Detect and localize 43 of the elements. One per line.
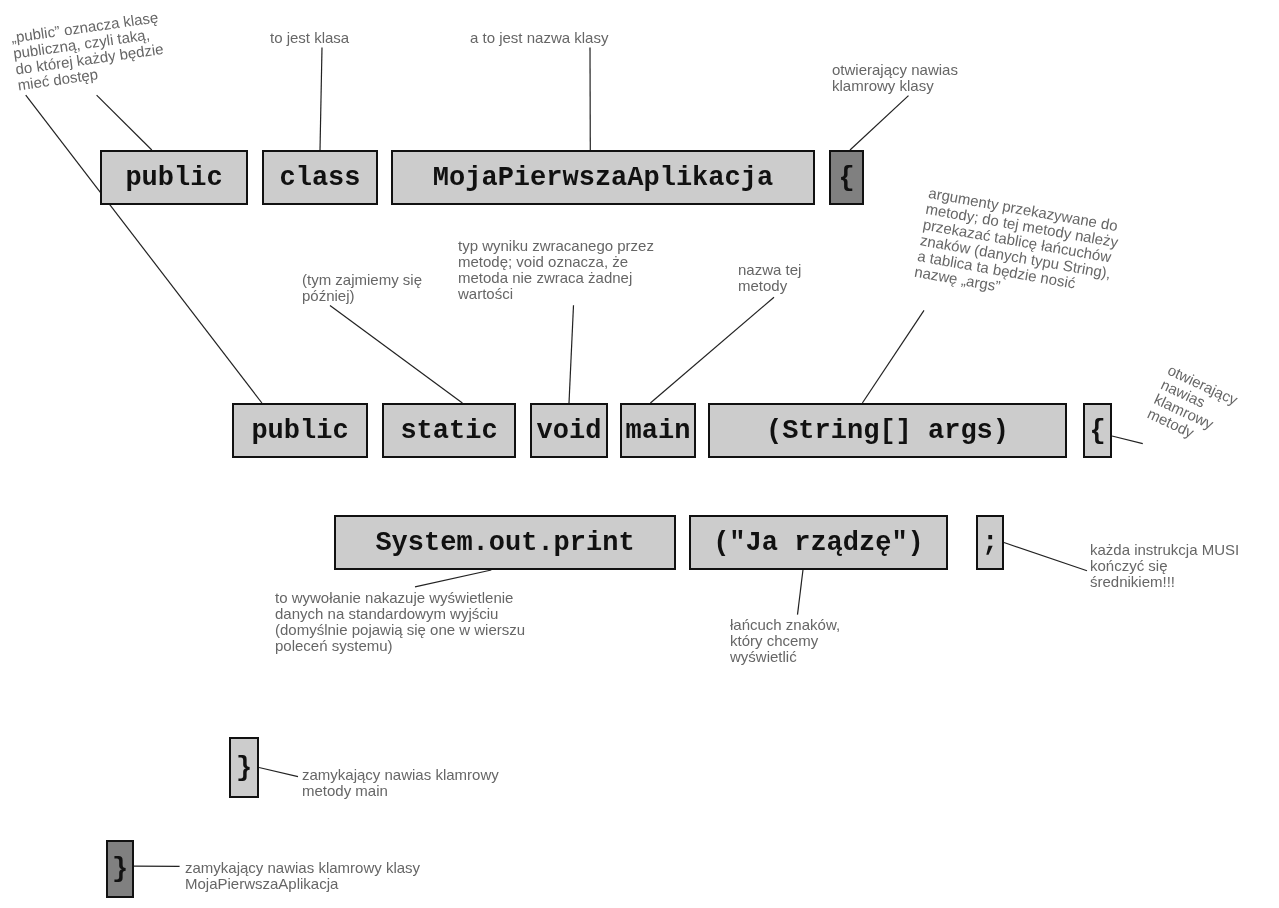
leader-line — [133, 865, 181, 867]
code-token: public — [100, 150, 248, 205]
annotation-text: łańcuch znaków, który chcemy wyświetlić — [730, 617, 865, 665]
leader-line — [25, 94, 263, 404]
annotation-text: a to jest nazwa klasy — [470, 30, 670, 46]
annotation-text: otwierający nawias klamrowy klasy — [832, 62, 1002, 94]
code-token: (String[] args) — [708, 403, 1067, 458]
annotation-text: argumenty przekazywane do metody; do tej metody należy przekazać tablicę łańcuchów znaków (danych typu String), a tablica ta będzie nosić nazwę „args” — [913, 185, 1127, 315]
code-token: class — [262, 150, 378, 205]
leader-line — [849, 95, 910, 151]
code-token: ; — [976, 515, 1004, 570]
leader-line — [329, 305, 463, 404]
leader-line — [1111, 435, 1144, 445]
annotation-text: typ wyniku zwracanego przez metodę; void oznacza, że metoda nie zwraca żadnej wartości — [458, 238, 668, 302]
leader-line — [796, 569, 804, 616]
leader-line — [96, 94, 153, 151]
annotation-text: to jest klasa — [270, 30, 400, 46]
code-token: static — [382, 403, 516, 458]
annotation-text: każda instrukcja MUSI kończyć się średnikiem!!! — [1090, 542, 1240, 590]
leader-line — [568, 304, 575, 404]
code-token: MojaPierwszaAplikacja — [391, 150, 815, 205]
code-token: { — [1083, 403, 1112, 458]
annotation-text: „public” oznacza klasę publiczną, czyli taką, do której każdy będzie mieć dostęp — [10, 9, 168, 94]
code-token: public — [232, 403, 368, 458]
leader-line — [414, 569, 492, 588]
leader-line — [258, 766, 299, 778]
leader-line — [319, 47, 323, 151]
code-token: ("Ja rządzę") — [689, 515, 948, 570]
annotation-text: zamykający nawias klamrowy klasy MojaPierwszaAplikacja — [185, 860, 455, 892]
code-token: { — [829, 150, 864, 205]
leader-line — [861, 309, 925, 404]
code-token: } — [229, 737, 259, 798]
code-token: } — [106, 840, 134, 898]
code-token: main — [620, 403, 696, 458]
annotation-text: to wywołanie nakazuje wyświetlenie danych na standardowym wyjściu (domyślnie pojawią się one w wierszu poleceń systemu) — [275, 590, 555, 654]
annotation-text: nazwa tej metody — [738, 262, 818, 294]
code-token: void — [530, 403, 608, 458]
code-token: System.out.print — [334, 515, 676, 570]
leader-line — [589, 47, 591, 151]
leader-line — [1003, 541, 1088, 572]
annotation-text: zamykający nawias klamrowy metody main — [302, 767, 502, 799]
annotation-text: (tym zajmiemy się później) — [302, 272, 442, 304]
leader-line — [649, 296, 775, 404]
